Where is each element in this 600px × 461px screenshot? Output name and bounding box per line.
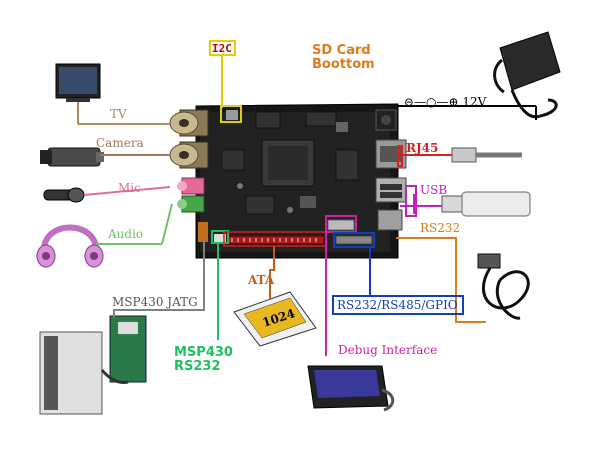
title-line1: SD Card bbox=[312, 43, 371, 58]
debug-device bbox=[307, 365, 395, 412]
gpio-label-box bbox=[332, 295, 464, 315]
msp430-rs232-label-line1: MSP430 bbox=[174, 345, 233, 360]
jtag-line bbox=[113, 240, 205, 318]
msp430-rs232-highlight bbox=[211, 230, 229, 244]
mic-label: Mic bbox=[118, 181, 141, 195]
gpio-highlight bbox=[333, 232, 375, 248]
rj45-highlight bbox=[397, 145, 403, 167]
cf-card-device bbox=[233, 291, 317, 347]
tv-device bbox=[55, 63, 101, 102]
main-board bbox=[169, 103, 407, 259]
rj45-label: RJ45 bbox=[406, 141, 439, 155]
camera-label: Camera bbox=[96, 136, 144, 150]
power-label: ⊝—○—⊕ 12V bbox=[404, 95, 487, 109]
mic-line bbox=[83, 186, 171, 196]
msp430-jtag-label: MSP430 JATG bbox=[112, 295, 198, 309]
usb-highlight bbox=[405, 185, 417, 217]
msp430-rs232-label-line2: RS232 bbox=[174, 359, 221, 374]
tv-label: TV bbox=[110, 107, 127, 121]
camera-device bbox=[40, 147, 104, 167]
headphones-device bbox=[36, 224, 104, 268]
rs232-cable-device bbox=[477, 253, 530, 320]
rj45-cable-device bbox=[451, 147, 522, 163]
audio-line-b bbox=[161, 203, 173, 245]
rs232-line bbox=[396, 237, 486, 323]
audio-label: Audio bbox=[108, 227, 144, 241]
msp430-jtag-device bbox=[39, 315, 147, 415]
mic-device bbox=[43, 187, 85, 203]
gpio-label: RS232/RS485/GPIO bbox=[337, 298, 458, 312]
i2c-highlight bbox=[209, 40, 242, 123]
title-line2: Boottom bbox=[312, 57, 375, 72]
ata-line bbox=[269, 246, 275, 300]
debug-interface-label: Debug Interface bbox=[338, 343, 438, 357]
usb-label: USB bbox=[420, 183, 448, 197]
rs232-label: RS232 bbox=[420, 221, 461, 235]
ata-label: ATA bbox=[248, 273, 275, 287]
usb-stick-device bbox=[441, 191, 531, 217]
power-adapter-device bbox=[493, 31, 561, 119]
i2c-label: I2C bbox=[212, 42, 232, 55]
